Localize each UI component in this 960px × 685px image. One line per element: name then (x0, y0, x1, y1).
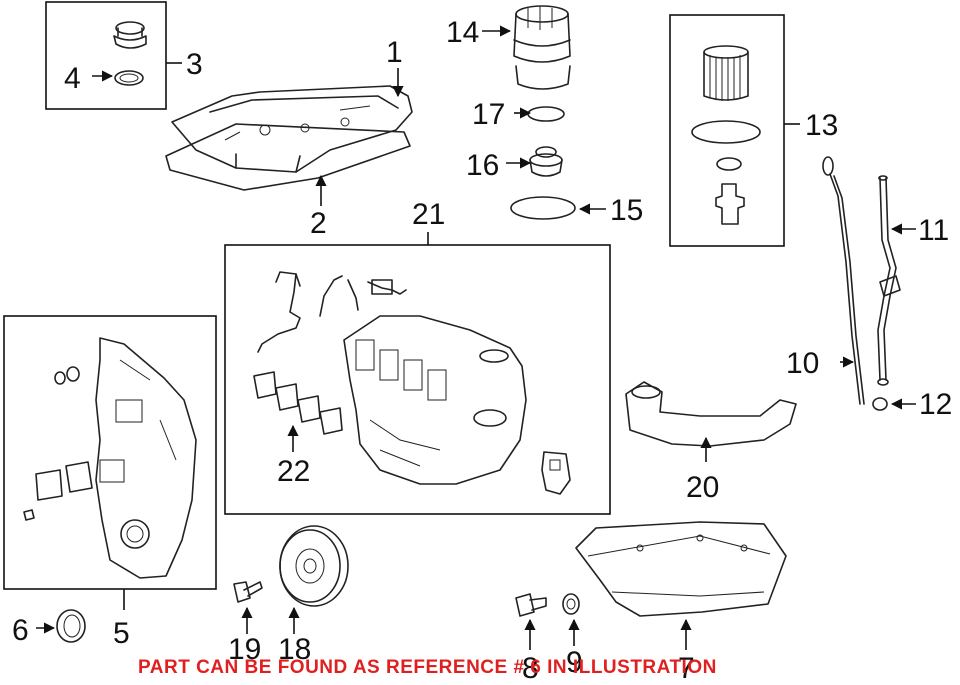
valve-cover-gasket (165, 123, 411, 191)
filter-drain-fitting (715, 183, 745, 225)
callout-11: 11 (918, 214, 949, 247)
housing-o-ring (527, 106, 565, 122)
oil-dipstick (822, 156, 865, 405)
crankshaft-pulley (279, 525, 349, 607)
callout-12: 12 (919, 388, 952, 421)
filler-cap-group-frame (45, 1, 167, 110)
filler-cap-gasket (114, 70, 144, 86)
cover-bolt (23, 509, 35, 521)
callout-13: 13 (805, 109, 838, 142)
callout-5: 5 (113, 617, 130, 650)
intake-gaskets (253, 371, 343, 435)
oil-pan (575, 521, 787, 617)
callout-17: 17 (472, 98, 505, 131)
callout-21: 21 (412, 198, 445, 231)
vacuum-hose-right (319, 275, 407, 317)
callout-4: 4 (64, 62, 81, 95)
callout-14: 14 (446, 16, 479, 49)
cover-seals (54, 366, 80, 385)
pulley-bolt (233, 581, 263, 603)
oil-filler-cap (113, 21, 147, 49)
cover-gaskets (35, 461, 93, 501)
callout-20: 20 (686, 471, 719, 504)
intake-manifold-frame (224, 244, 611, 515)
callout-16: 16 (466, 149, 499, 182)
oil-pan-baffle (625, 381, 797, 447)
timing-cover-frame (3, 315, 217, 590)
front-crankshaft-seal (56, 609, 86, 643)
filter-kit-frame (669, 14, 785, 247)
callout-19: 19 (228, 633, 261, 666)
callout-15: 15 (610, 194, 643, 227)
vacuum-hose-left (257, 271, 301, 353)
callout-6: 6 (12, 614, 29, 647)
map-sensor (541, 451, 571, 495)
timing-cover (95, 337, 197, 579)
callout-10: 10 (786, 347, 819, 380)
callout-18: 18 (278, 633, 311, 666)
callout-1: 1 (386, 36, 403, 69)
reference-notice: PART CAN BE FOUND AS REFERENCE # 6 IN IL… (138, 657, 717, 678)
callout-22: 22 (277, 455, 310, 488)
drain-plug-gasket (562, 593, 580, 615)
guide-tube-o-ring (872, 397, 888, 411)
oil-filter-housing (513, 5, 571, 90)
filter-kit-o-ring-small (716, 157, 742, 171)
callout-7: 7 (678, 652, 695, 685)
callout-3: 3 (186, 48, 203, 81)
housing-cap-o-ring (510, 196, 576, 220)
oil-filter-element (703, 45, 749, 101)
oil-pan-drain-plug (515, 593, 547, 617)
valve-cover (171, 85, 413, 173)
housing-drain-plug (529, 146, 563, 177)
filter-kit-o-ring-large (691, 120, 761, 144)
callout-2: 2 (310, 207, 327, 240)
callout-8: 8 (522, 652, 539, 685)
callout-9: 9 (566, 646, 583, 679)
dipstick-guide-tube (877, 175, 901, 386)
intake-manifold (343, 315, 527, 485)
